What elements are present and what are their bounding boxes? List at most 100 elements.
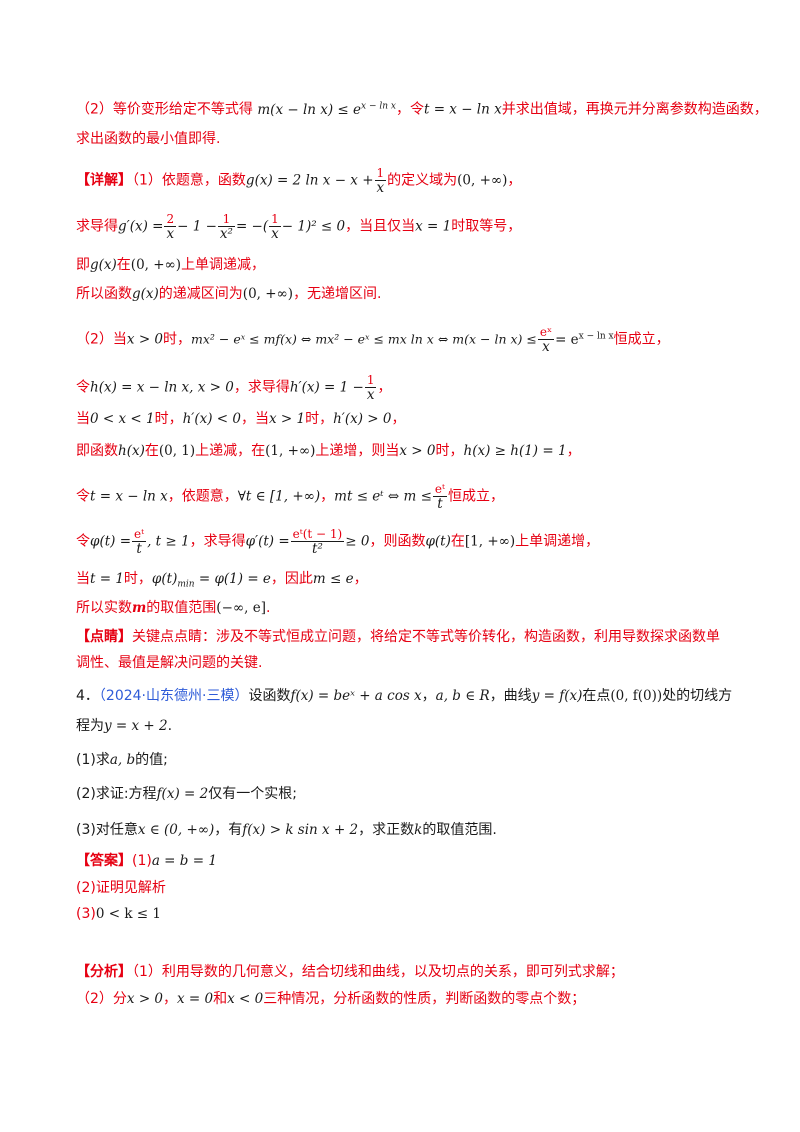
math: g(x) = 2 ln x − x +	[245, 172, 374, 189]
text: 的递减区间为	[158, 286, 243, 302]
text: 的取值范围	[146, 600, 217, 616]
text: (1)求	[76, 752, 110, 768]
math: t = 1	[90, 571, 124, 587]
frac-den: x²	[219, 226, 233, 242]
math: − 1)² ≤ 0	[281, 218, 346, 235]
frac-num: eˣ	[537, 325, 555, 340]
question-source: （2024·山东德州·三模）	[98, 688, 249, 704]
part2-line5: 令t = x − ln x，依题意，∀t ∈ [1, +∞)，mt ≤ eᵗ ⇔…	[76, 482, 504, 511]
q4-sub3: (3)对任意x ∈ (0, +∞)，有f(x) > k sin x + 2，求正…	[76, 819, 497, 841]
math: m	[132, 600, 147, 616]
text: ，	[320, 488, 335, 505]
text: 在	[116, 257, 131, 273]
frac-den: x	[376, 180, 385, 196]
math-sup: x − ln x	[578, 331, 614, 341]
text: (3)对任意	[76, 822, 138, 838]
math: 0 < x < 1	[90, 411, 155, 427]
text: .	[265, 600, 271, 616]
frac-den: t	[136, 541, 142, 557]
frac-den: t²	[312, 541, 323, 557]
math: x < 0	[227, 991, 264, 1007]
text: 求导得	[76, 218, 118, 235]
math: g(x)	[90, 257, 117, 273]
frac-num: 1	[364, 373, 377, 388]
math: (0, 1)	[158, 443, 196, 459]
text: 在	[450, 533, 465, 550]
math: a, b ∈ R	[435, 688, 490, 704]
text: 即	[76, 257, 90, 273]
text: 令	[76, 379, 90, 396]
math: (1, +∞)	[265, 443, 316, 459]
text: ，当	[240, 411, 269, 427]
text: 令	[76, 488, 90, 505]
text: (2)证明见解析	[76, 880, 166, 896]
frac-den: x	[366, 387, 375, 403]
q4-line1: 4．（2024·山东德州·三模）设函数f(x) = beˣ + a cos x，…	[76, 685, 732, 707]
question-number: 4．	[76, 688, 99, 704]
q4-line2: 程为y = x + 2.	[76, 715, 172, 737]
math: [1, +∞)	[464, 533, 516, 550]
text: ，则函数	[369, 533, 426, 550]
math: φ′(t) =	[245, 533, 290, 550]
math: x = 1	[415, 218, 452, 235]
part2-line1: （2）当x > 0时，mx² − eˣ ≤ mf(x) ⇔ mx² − eˣ ≤…	[76, 325, 670, 354]
math: x = 0	[177, 991, 214, 1007]
text: 时取等号，	[451, 218, 522, 235]
text: ，	[507, 172, 522, 189]
math: g(x)	[132, 286, 159, 302]
math: φ(t)min = φ(1) = e	[152, 571, 271, 590]
math: mx² − eˣ ≤ mf(x) ⇔ mx² − eˣ ≤ mx ln x ⇔ …	[191, 331, 537, 347]
text: 三种情况，分析函数的性质，判断函数的零点个数；	[263, 991, 586, 1007]
text: ，有	[214, 822, 243, 838]
text: （2）等价变形给定不等式得	[76, 101, 253, 118]
analysis2-line2: 求出函数的最小值即得.	[76, 128, 220, 150]
frac-den: x	[166, 226, 175, 242]
text: ，当且仅当	[345, 218, 416, 235]
math: x > 1	[268, 411, 306, 427]
math-sup: x − ln x	[361, 101, 396, 111]
text: ，求导得	[189, 533, 246, 550]
text: 和	[213, 991, 228, 1007]
text: 的定义域为	[387, 172, 458, 189]
frac-num: eᵗ	[432, 482, 447, 497]
math: m ≤ e	[312, 571, 354, 587]
text: 当	[76, 571, 90, 587]
part2-line3: 当0 < x < 1时，h′(x) < 0，当x > 1时，h′(x) > 0，	[76, 408, 405, 430]
math: f(x) = beˣ + a cos x	[290, 688, 422, 704]
math: t = x − ln x	[423, 101, 502, 118]
math: (−∞, e]	[216, 600, 266, 616]
text: 上递增，则当	[315, 443, 400, 459]
frac-num: eᵗ(t − 1)	[290, 527, 345, 542]
text: 时，	[435, 443, 464, 459]
analysis-tag: 【分析】	[76, 964, 132, 980]
math: (0, +∞)	[457, 172, 508, 189]
part2-line8: 所以实数m的取值范围(−∞, e].	[76, 597, 270, 619]
text: 在	[144, 443, 159, 459]
math: , t ≥ 1	[147, 533, 190, 550]
frac-den: t	[437, 496, 443, 512]
text: 所以函数	[76, 286, 132, 302]
text: 所以实数	[76, 600, 132, 616]
part2-line7: 当t = 1时，φ(t)min = φ(1) = e，因此m ≤ e，	[76, 568, 368, 596]
answer-tag: 【答案】	[76, 853, 132, 869]
text: 求出函数的最小值即得.	[76, 131, 221, 147]
q4-sub1: (1)求a, b的值;	[76, 749, 168, 771]
math-expr: = e	[555, 331, 579, 348]
frac-den: x	[542, 339, 550, 355]
text: ，曲线	[489, 688, 532, 704]
text: 时，	[305, 411, 334, 427]
pointer-line1: 【点睛】关键点点睛：涉及不等式恒成立问题，将给定不等式等价转化，构造函数，利用导…	[76, 626, 720, 648]
frac-num: 2	[164, 212, 177, 227]
answer-line1: 【答案】(1)a = b = 1	[76, 850, 217, 872]
math: h′(x) = 1 −	[289, 379, 364, 396]
text: ，依题意，	[167, 488, 238, 505]
text: （1）利用导数的几何意义，结合切线和曲线，以及切点的关系，即可列式求解；	[132, 964, 624, 980]
text: ，令	[395, 101, 424, 118]
math: y = f(x)	[531, 688, 583, 704]
